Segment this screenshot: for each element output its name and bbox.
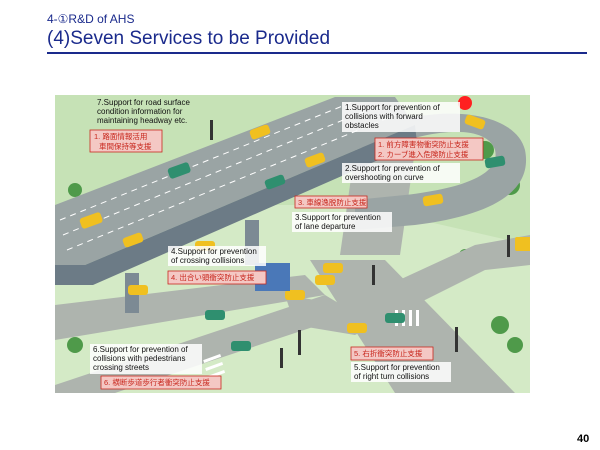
svg-text:condition information for: condition information for xyxy=(97,107,183,116)
svg-text:7.Support for road surface: 7.Support for road surface xyxy=(97,98,190,107)
svg-text:crossing streets: crossing streets xyxy=(93,363,149,372)
svg-text:車間保持等支援: 車間保持等支援 xyxy=(99,141,152,151)
service-6-jp-label: 6. 横断歩道歩行者衝突防止支援 xyxy=(100,375,222,390)
service-1-jp-label: 1. 前方障害物衝突防止支援 2. カーブ進入危険防止支援 xyxy=(374,137,484,161)
svg-text:5.Support for prevention: 5.Support for prevention xyxy=(354,363,440,372)
service-2-en-label: 2.Support for prevention of overshooting… xyxy=(342,163,460,183)
service-7-en-label: 7.Support for road surface condition inf… xyxy=(97,98,190,125)
svg-text:collisions with forward: collisions with forward xyxy=(345,112,423,121)
svg-text:3. 車線逸脱防止支援: 3. 車線逸脱防止支援 xyxy=(298,197,367,207)
vehicles xyxy=(79,114,530,351)
svg-text:5. 右折衝突防止支援: 5. 右折衝突防止支援 xyxy=(354,348,423,358)
svg-text:2. カーブ進入危険防止支援: 2. カーブ進入危険防止支援 xyxy=(378,149,469,159)
svg-text:6. 横断歩道歩行者衝突防止支援: 6. 横断歩道歩行者衝突防止支援 xyxy=(104,377,210,387)
svg-text:of right turn collisions: of right turn collisions xyxy=(354,372,429,381)
service-4-en-label: 4.Support for prevention of crossing col… xyxy=(168,246,266,266)
lane-markings xyxy=(59,100,396,251)
svg-text:4. 出合い頭衝突防止支援: 4. 出合い頭衝突防止支援 xyxy=(171,272,255,282)
curved-ramp xyxy=(355,113,527,230)
svg-text:1. 前方障害物衝突防止支援: 1. 前方障害物衝突防止支援 xyxy=(378,139,469,149)
svg-text:maintaining headway etc.: maintaining headway etc. xyxy=(97,116,187,125)
svg-text:6.Support for prevention of: 6.Support for prevention of xyxy=(93,345,189,354)
title-underline xyxy=(47,52,587,54)
svg-text:of lane departure: of lane departure xyxy=(295,222,356,231)
svg-text:obstacles: obstacles xyxy=(345,121,379,130)
svg-text:overshooting on curve: overshooting on curve xyxy=(345,173,424,182)
ahs-services-illustration: 7.Support for road surface condition inf… xyxy=(55,95,530,393)
svg-text:4.Support for prevention: 4.Support for prevention xyxy=(171,247,257,256)
service-3-en-label: 3.Support for prevention of lane departu… xyxy=(292,212,392,232)
hazard-obstacle-icon xyxy=(458,96,472,110)
svg-text:3.Support for prevention: 3.Support for prevention xyxy=(295,213,381,222)
service-7-jp-label: 1. 路面情報活用 車間保持等支援 xyxy=(89,129,163,153)
service-3-jp-label: 3. 車線逸脱防止支援 xyxy=(294,195,368,209)
service-1-en-label: 1.Support for prevention of collisions w… xyxy=(342,102,460,132)
svg-text:2.Support for prevention of: 2.Support for prevention of xyxy=(345,164,441,173)
svg-text:1.Support for prevention of: 1.Support for prevention of xyxy=(345,103,441,112)
service-5-jp-label: 5. 右折衝突防止支援 xyxy=(350,346,434,361)
service-4-jp-label: 4. 出合い頭衝突防止支援 xyxy=(167,270,267,285)
expressway-side xyxy=(55,125,417,285)
svg-text:of crossing collisions: of crossing collisions xyxy=(171,256,244,265)
roadside-poles xyxy=(210,120,510,368)
slide-title: (4)Seven Services to be Provided xyxy=(47,28,331,49)
svg-text:1. 路面情報活用: 1. 路面情報活用 xyxy=(94,131,147,141)
slide-subtitle: 4-①R&D of AHS xyxy=(47,12,135,26)
service-5-en-label: 5.Support for prevention of right turn c… xyxy=(351,362,451,382)
page-number: 40 xyxy=(577,433,590,445)
service-6-en-label: 6.Support for prevention of collisions w… xyxy=(90,344,202,374)
svg-text:collisions with pedestrians: collisions with pedestrians xyxy=(93,354,186,363)
